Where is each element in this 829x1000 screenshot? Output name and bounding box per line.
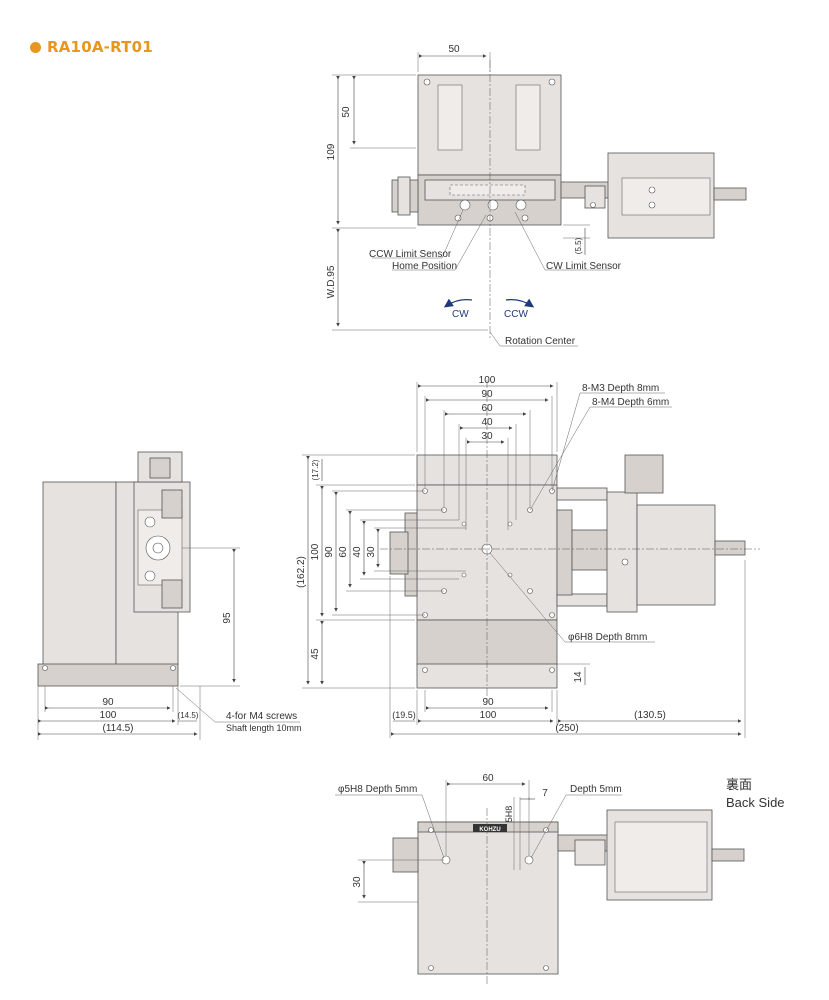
label-cw: CW bbox=[452, 309, 469, 320]
dim-side-100: 100 bbox=[100, 710, 117, 721]
dim-front-100: 100 bbox=[479, 375, 496, 386]
dim-side-95: 95 bbox=[222, 612, 233, 624]
dim-back-60: 60 bbox=[482, 773, 494, 784]
product-title-text: RA10A-RT01 bbox=[47, 38, 153, 56]
back-view: KOHZU 60 5H8 7 30 φ5H8 Depth 5mm Depth 5… bbox=[335, 773, 785, 985]
dim-front-h100: 100 bbox=[310, 543, 321, 560]
label-shaft-length: Shaft length 10mm bbox=[226, 723, 302, 733]
dim-side-114-5: (114.5) bbox=[103, 723, 134, 734]
dim-front-h90: 90 bbox=[324, 546, 335, 558]
cw-arrow-icon bbox=[443, 298, 473, 308]
label-ccw-limit-sensor: CCW Limit Sensor bbox=[369, 249, 452, 260]
dim-back-5h8: 5H8 bbox=[504, 806, 514, 823]
dim-front-162-2: (162.2) bbox=[296, 556, 307, 588]
dim-top-inner-50: 50 bbox=[341, 106, 352, 118]
label-depth-5mm: Depth 5mm bbox=[570, 784, 622, 795]
dim-front-19-5: (19.5) bbox=[392, 710, 416, 720]
dim-front-h30: 30 bbox=[366, 546, 377, 558]
dim-top-width: 50 bbox=[448, 44, 460, 55]
dim-front-h60: 60 bbox=[338, 546, 349, 558]
dim-front-h45: 45 bbox=[310, 648, 321, 660]
dim-front-14: 14 bbox=[573, 671, 584, 683]
label-back-jp: 裏面 bbox=[726, 778, 752, 793]
dim-wd: W.D.95 bbox=[326, 265, 337, 298]
label-phi6: φ6H8 Depth 8mm bbox=[568, 632, 647, 643]
dim-front-b90: 90 bbox=[482, 697, 494, 708]
dim-back-30: 30 bbox=[352, 876, 363, 888]
dim-front-h40: 40 bbox=[352, 546, 363, 558]
brand-label: KOHZU bbox=[479, 827, 500, 833]
dim-front-90: 90 bbox=[481, 389, 493, 400]
dim-front-b100: 100 bbox=[480, 710, 497, 721]
dim-top-109: 109 bbox=[326, 143, 337, 160]
ccw-arrow-icon bbox=[505, 298, 535, 308]
label-cw-limit-sensor: CW Limit Sensor bbox=[546, 261, 622, 272]
label-m3-depth: 8-M3 Depth 8mm bbox=[582, 383, 659, 394]
label-rotation-center: Rotation Center bbox=[505, 336, 576, 347]
dim-front-60: 60 bbox=[481, 403, 493, 414]
dim-front-40: 40 bbox=[481, 417, 493, 428]
dim-side-14-5: (14.5) bbox=[178, 711, 199, 720]
product-title: RA10A-RT01 bbox=[30, 38, 153, 56]
dim-front-30: 30 bbox=[481, 431, 493, 442]
label-m4-screws: 4-for M4 screws bbox=[226, 711, 297, 722]
label-home-position: Home Position bbox=[392, 261, 457, 272]
label-ccw: CCW bbox=[504, 309, 528, 320]
dim-top-5-5: (5.5) bbox=[574, 237, 583, 254]
dim-front-17-2: (17.2) bbox=[311, 459, 320, 480]
dim-front-130-5: (130.5) bbox=[634, 710, 666, 721]
side-view: 95 90 100 (14.5) (114.5) 4-for M4 screws… bbox=[37, 451, 302, 740]
top-view: 50 109 50 W.D.95 (5.5) CCW Limit Sensor … bbox=[326, 44, 747, 347]
dim-front-250: (250) bbox=[555, 723, 578, 734]
front-view: 100 90 60 40 30 (162.2) (17.2) 100 90 bbox=[296, 375, 760, 738]
dim-side-90: 90 bbox=[102, 697, 114, 708]
bullet-icon bbox=[30, 41, 41, 53]
dim-back-7: 7 bbox=[542, 788, 548, 799]
label-phi5: φ5H8 Depth 5mm bbox=[338, 784, 417, 795]
label-m4-depth: 8-M4 Depth 6mm bbox=[592, 397, 669, 408]
label-back-en: Back Side bbox=[726, 795, 785, 810]
